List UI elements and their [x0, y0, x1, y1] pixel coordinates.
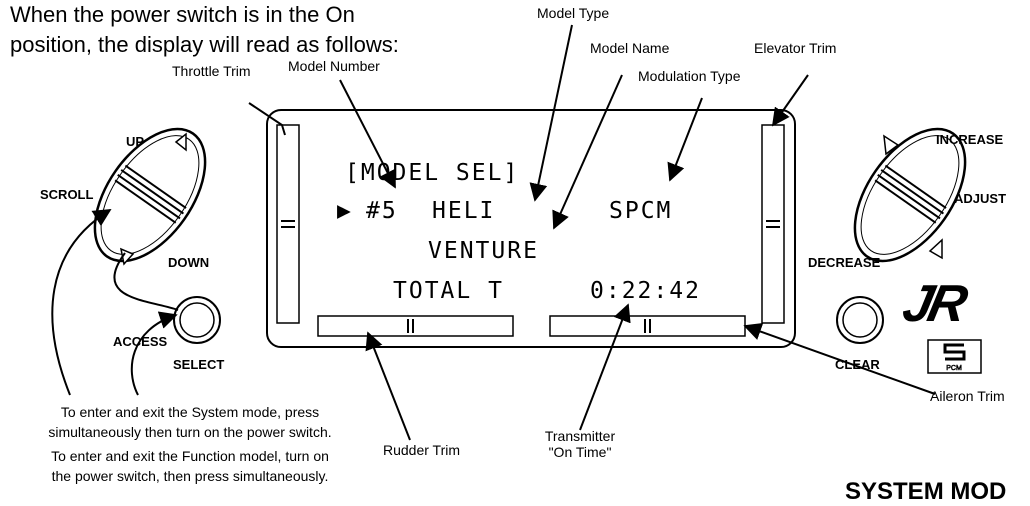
modulation-type-leader — [667, 97, 703, 182]
function-mode-note: To enter and exit the Function model, tu… — [0, 446, 380, 486]
on-time-line-1: Transmitter — [544, 428, 616, 444]
elevator-trim-leader — [771, 74, 809, 127]
increase-arrow-icon — [883, 134, 900, 156]
clear-label: CLEAR — [835, 357, 880, 372]
system-mode-note: To enter and exit the System mode, press… — [0, 402, 380, 442]
lcd-total-time: 0:22:42 — [590, 278, 701, 304]
lcd-model-name: VENTURE — [428, 238, 539, 264]
intro-line-2: position, the display will read as follo… — [10, 32, 399, 57]
aileron-trim-label: Aileron Trim — [930, 388, 1005, 404]
model-number-label: Model Number — [288, 58, 380, 74]
svg-text:PCM: PCM — [946, 365, 962, 372]
select-label: SELECT — [173, 357, 225, 372]
clear-button[interactable] — [836, 296, 884, 344]
system-mode-curve-select — [130, 311, 178, 396]
system-mode-curve-scroll — [51, 209, 112, 396]
lcd-model-type: HELI — [432, 198, 496, 224]
elevator-trim-bar — [761, 124, 785, 324]
decrease-arrow-icon — [928, 238, 943, 260]
rudder-trim-label: Rudder Trim — [383, 442, 461, 458]
elevator-trim-label: Elevator Trim — [754, 40, 837, 56]
throttle-trim-leader — [248, 102, 286, 136]
lcd-frame — [266, 109, 796, 348]
down-label: DOWN — [168, 255, 210, 270]
modulation-type-label: Modulation Type — [638, 68, 741, 84]
model-name-leader — [552, 74, 623, 230]
access-label: ACCESS — [113, 334, 168, 349]
intro-line-1: When the power switch is in the On — [10, 2, 355, 27]
system-note-line-1: To enter and exit the System mode, press — [60, 404, 320, 420]
rudder-trim-bar — [317, 315, 514, 337]
lcd-total-label: TOTAL T — [393, 278, 504, 304]
scroll-rocker-switch[interactable] — [73, 109, 228, 280]
function-note-line-1: To enter and exit the Function model, tu… — [51, 448, 329, 464]
decrease-label: DECREASE — [808, 255, 881, 270]
model-type-leader — [529, 24, 573, 202]
scroll-up-arrow-icon — [174, 132, 187, 152]
jr-logo: JR — [897, 275, 969, 333]
intro-text: When the power switch is in the On posit… — [10, 0, 490, 60]
transmitter-on-time-label: Transmitter "On Time" — [540, 428, 620, 460]
lcd-row-1: [MODEL SEL] — [345, 160, 520, 186]
lcd-cursor-icon: ▶ — [337, 198, 353, 224]
lcd-modulation: SPCM — [609, 198, 673, 224]
aileron-trim-leader — [743, 322, 936, 395]
model-type-label: Model Type — [537, 5, 610, 21]
on-time-line-2: "On Time" — [548, 444, 612, 460]
section-title: SYSTEM MOD — [845, 478, 1007, 505]
up-label: UP — [126, 134, 145, 149]
adjust-label: ADJUST — [954, 191, 1007, 206]
lcd-model-number: #5 — [366, 198, 398, 224]
model-name-label: Model Name — [590, 40, 670, 56]
scroll-label: SCROLL — [40, 187, 94, 202]
aileron-trim-bar — [549, 315, 746, 337]
model-number-leader — [339, 79, 396, 189]
select-button[interactable] — [173, 296, 221, 344]
throttle-trim-label: Throttle Trim — [172, 63, 251, 79]
access-link-line — [113, 252, 179, 311]
pcm-logo: PCM — [927, 339, 982, 374]
function-note-line-2: the power switch, then press simultaneou… — [51, 468, 329, 484]
rudder-trim-leader — [365, 331, 411, 441]
system-note-line-2: simultaneously then turn on the power sw… — [48, 424, 332, 440]
throttle-trim-bar — [276, 124, 300, 324]
increase-label: INCREASE — [936, 132, 1004, 147]
on-time-leader — [579, 303, 631, 431]
adjust-rocker-switch[interactable] — [833, 109, 988, 280]
